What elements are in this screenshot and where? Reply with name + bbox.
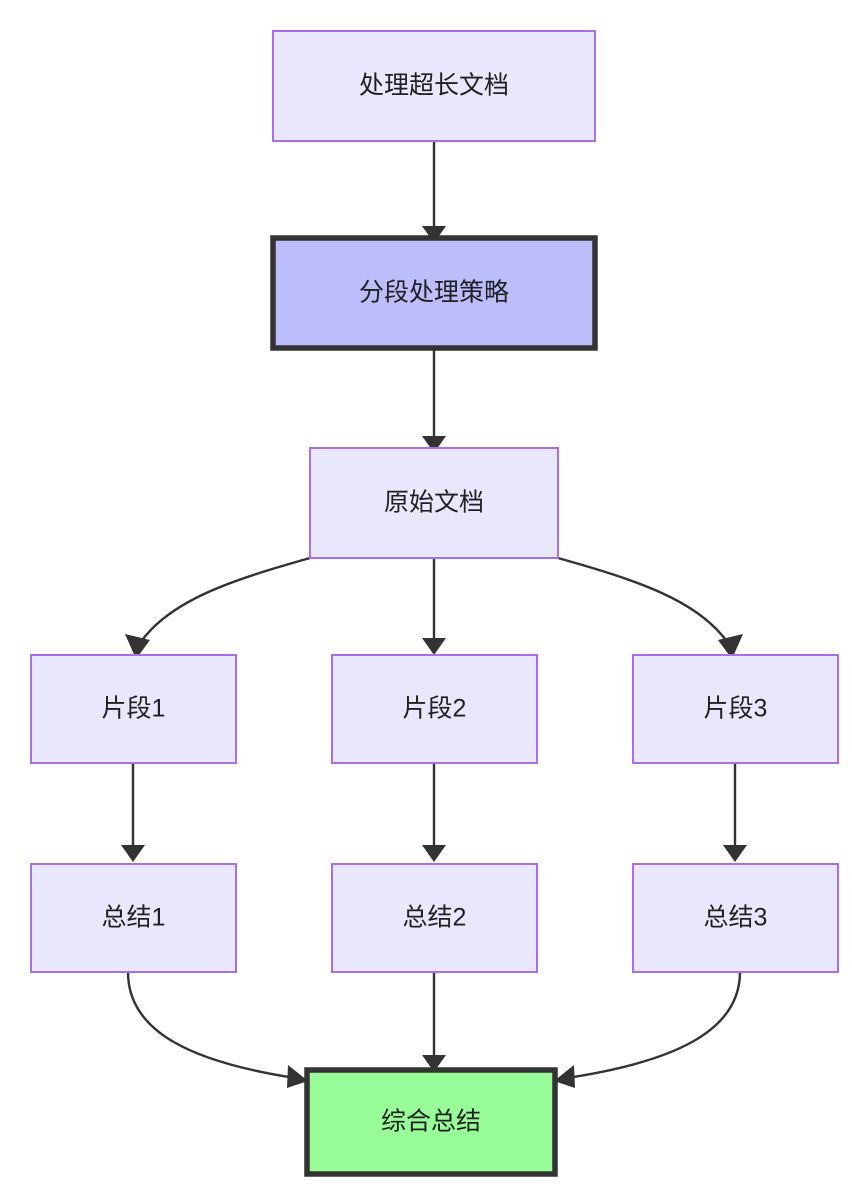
arrowhead-icon: [422, 226, 446, 243]
node-label-n1: 处理超长文档: [359, 72, 509, 100]
arrowhead-icon: [422, 845, 446, 862]
edge-n3-to-n4: [139, 556, 311, 644]
node-box-n7[interactable]: [30, 863, 237, 973]
node-box-n4[interactable]: [30, 654, 237, 764]
flow-node-n4[interactable]: 片段1: [30, 654, 237, 764]
arrowhead-icon: [422, 436, 446, 453]
arrowhead-icon: [422, 1055, 446, 1072]
edge-n3-to-n6: [557, 556, 729, 644]
node-label-n3: 原始文档: [384, 489, 484, 517]
node-box-n1[interactable]: [272, 30, 596, 142]
arrowhead-icon: [554, 1065, 575, 1088]
node-box-n6[interactable]: [632, 654, 839, 764]
edges-layer: [126, 141, 742, 1080]
flow-node-n10[interactable]: 综合总结: [304, 1067, 558, 1177]
node-label-n2: 分段处理策略: [359, 279, 509, 307]
node-label-n10: 综合总结: [381, 1108, 481, 1136]
node-label-n5: 片段2: [403, 695, 467, 723]
flow-node-n3[interactable]: 原始文档: [309, 447, 559, 559]
arrowheads-layer: [121, 226, 747, 1088]
flow-node-n2[interactable]: 分段处理策略: [270, 235, 598, 351]
node-label-n6: 片段3: [704, 695, 768, 723]
flow-node-n5[interactable]: 片段2: [331, 654, 538, 764]
node-box-n3[interactable]: [309, 447, 559, 559]
node-label-n7: 总结1: [102, 904, 166, 932]
node-label-n8: 总结2: [403, 904, 467, 932]
node-box-n8[interactable]: [331, 863, 538, 973]
flow-node-n7[interactable]: 总结1: [30, 863, 237, 973]
edge-n7-to-n10: [126, 971, 296, 1080]
arrowhead-icon: [718, 634, 743, 659]
arrowhead-icon: [121, 845, 145, 862]
node-box-n9[interactable]: [632, 863, 839, 973]
node-box-n2[interactable]: [270, 235, 598, 351]
flow-node-n1[interactable]: 处理超长文档: [272, 30, 596, 142]
flow-node-n8[interactable]: 总结2: [331, 863, 538, 973]
node-box-n10[interactable]: [304, 1067, 558, 1177]
arrowhead-icon: [422, 638, 446, 655]
node-label-n9: 总结3: [704, 904, 768, 932]
arrowhead-icon: [723, 845, 747, 862]
edge-n9-to-n10: [566, 971, 742, 1080]
node-box-n5[interactable]: [331, 654, 538, 764]
arrowhead-icon: [287, 1065, 308, 1088]
node-label-n4: 片段1: [102, 695, 166, 723]
arrowhead-icon: [125, 634, 150, 659]
flow-node-n9[interactable]: 总结3: [632, 863, 839, 973]
flow-node-n6[interactable]: 片段3: [632, 654, 839, 764]
